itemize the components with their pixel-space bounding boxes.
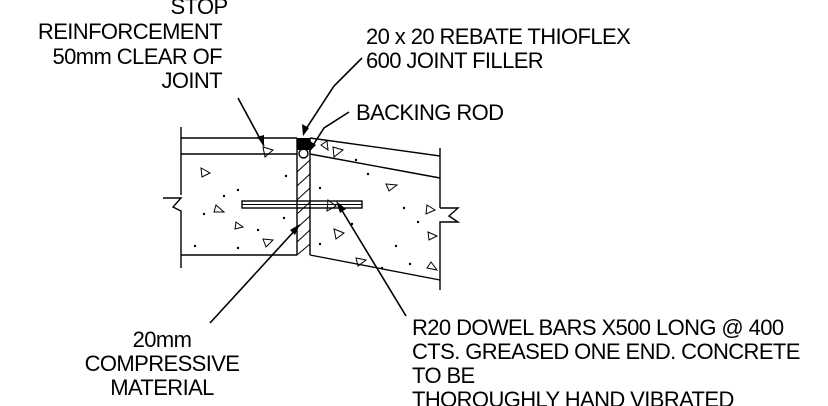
note-line: 20mm	[133, 327, 192, 352]
expansion-joint	[296, 138, 311, 256]
note-line: TO BE	[412, 363, 475, 388]
note-line: STOP	[170, 0, 227, 19]
note-line: R20 DOWEL BARS X500 LONG @ 400	[412, 315, 784, 340]
dowel-bar	[241, 200, 363, 209]
backing-rod-circle	[298, 148, 309, 159]
compressive-material-hatch	[296, 159, 311, 256]
note-stop-reinforcement: STOP REINFORCEMENT 50mm CLEAR OF JOINT	[38, 0, 228, 93]
note-line: REINFORCEMENT	[38, 19, 222, 44]
leader-lines	[209, 57, 407, 324]
note-line: COMPRESSIVE	[85, 351, 240, 376]
note-line: MATERIAL	[110, 375, 214, 400]
concrete-aggregate	[193, 140, 439, 271]
note-line: CTS. GREASED ONE END. CONCRETE	[412, 339, 800, 364]
note-line: JOINT	[161, 68, 222, 93]
note-line: 20 x 20 REBATE THIOFLEX	[366, 24, 631, 49]
right-slab	[309, 137, 461, 290]
note-dowel-bars: R20 DOWEL BARS X500 LONG @ 400 CTS. GREA…	[412, 315, 800, 406]
left-slab	[163, 127, 297, 268]
note-backing-rod: BACKING ROD	[356, 100, 504, 125]
note-line: 600 JOINT FILLER	[366, 48, 543, 73]
note-line: BACKING ROD	[356, 100, 503, 125]
thioflex-rebate	[297, 138, 310, 150]
note-line: THOROUGHLY HAND VIBRATED	[412, 387, 734, 406]
note-rebate: 20 x 20 REBATE THIOFLEX 600 JOINT FILLER	[366, 24, 632, 73]
note-compressive-material: 20mm COMPRESSIVE MATERIAL	[85, 327, 240, 400]
note-line: 50mm CLEAR OF	[53, 44, 223, 69]
